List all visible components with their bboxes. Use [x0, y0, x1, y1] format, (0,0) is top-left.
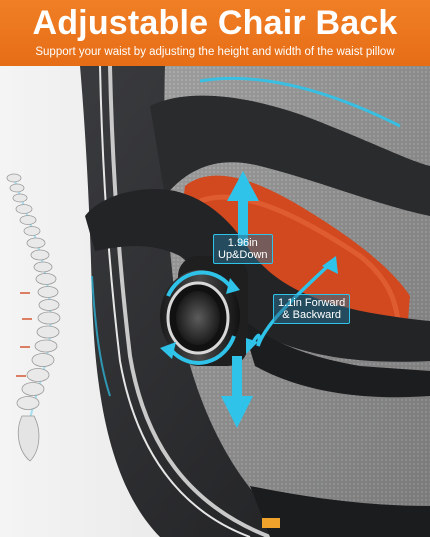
- lumbar-frame-upper: [150, 95, 430, 216]
- height-adjust-value: 1.96in: [227, 237, 258, 249]
- rotation-ring-icon: [160, 270, 240, 365]
- depth-adjust-callout: 1.1in Forward & Backward: [273, 294, 351, 324]
- up-arrow-icon: [227, 171, 259, 246]
- product-photo: [0, 66, 430, 537]
- header-banner: Adjustable Chair Back Support your waist…: [0, 0, 430, 66]
- height-adjust-callout: 1.96in Up&Down: [213, 234, 273, 264]
- depth-adjust-label: & Backward: [282, 309, 341, 321]
- height-adjust-label: Up&Down: [218, 249, 268, 261]
- down-arrow-icon: [221, 356, 253, 428]
- banner-subtitle: Support your waist by adjusting the heig…: [35, 46, 395, 58]
- spine-illustration: [6, 173, 61, 462]
- blue-light-trim: [199, 76, 401, 128]
- depth-adjust-value: 1.1in Forward: [278, 297, 346, 309]
- chair-rim: [108, 66, 271, 537]
- banner-title: Adjustable Chair Back: [32, 4, 398, 42]
- seat-detail: [262, 518, 280, 528]
